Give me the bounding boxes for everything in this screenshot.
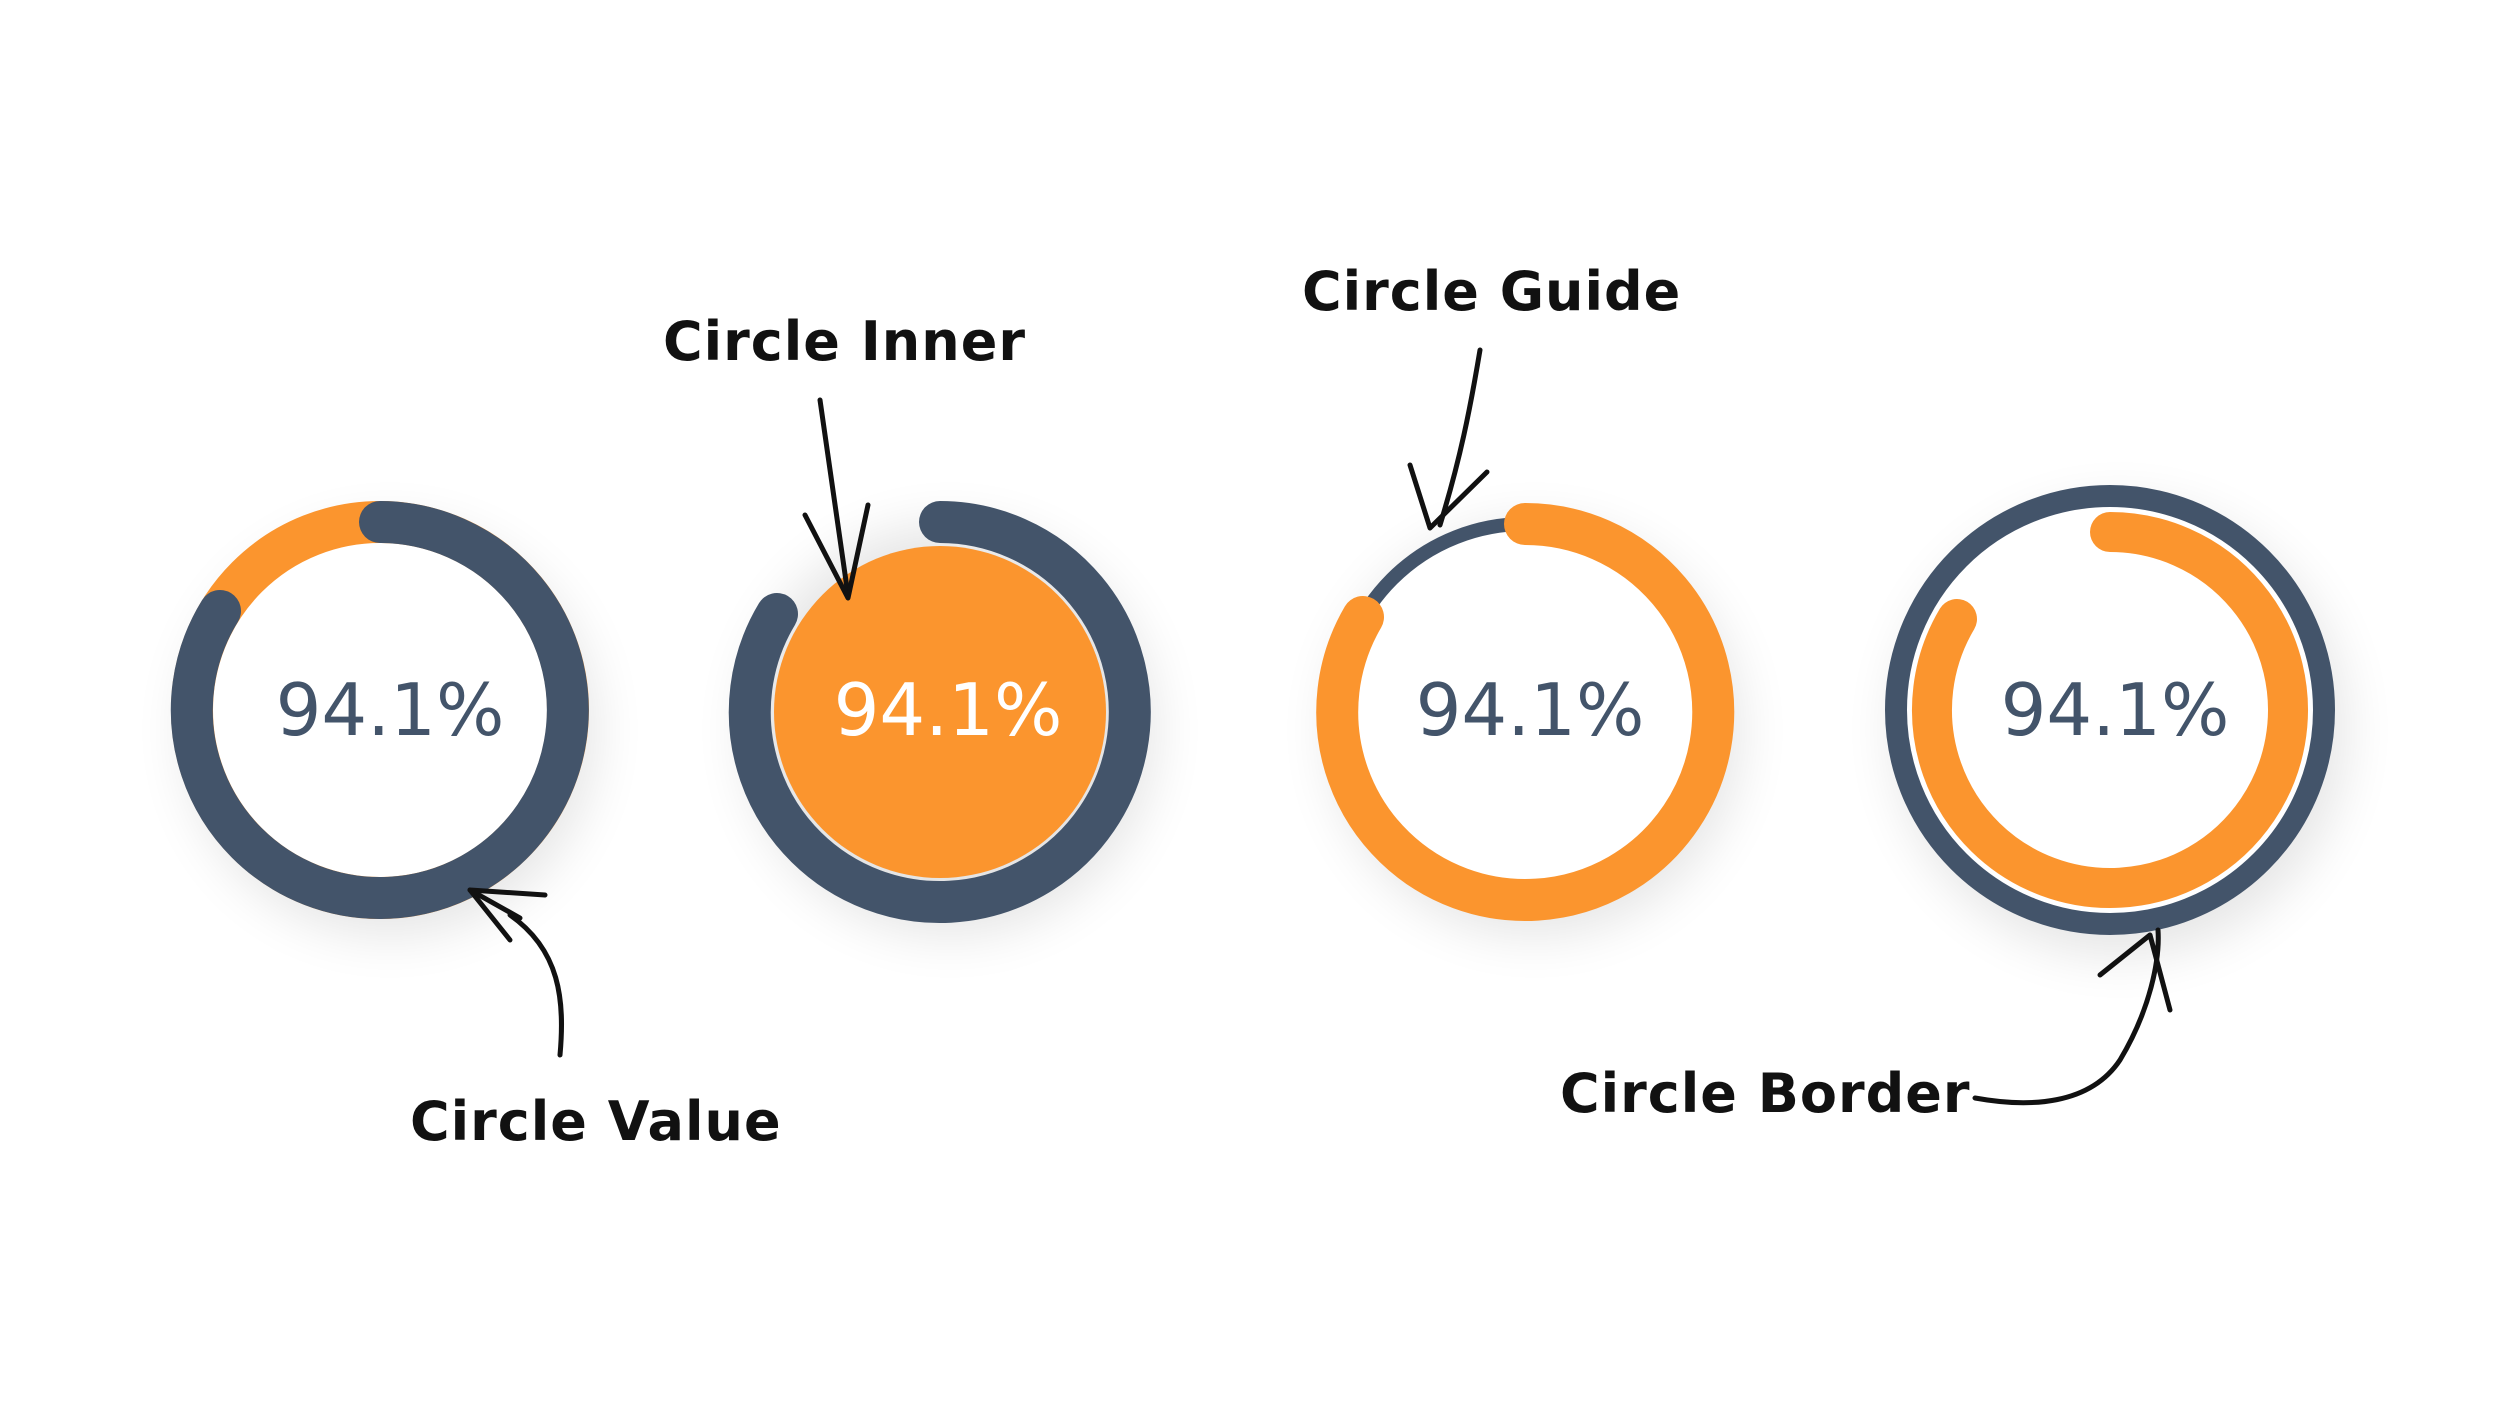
label-circle-guide: Circle Guide (1302, 260, 1681, 323)
gauge-circle-border: 94.1% (1885, 485, 2345, 955)
label-circle-border: Circle Border (1560, 1062, 1971, 1125)
arrow-head (467, 887, 548, 943)
gauge-circle-guide: 94.1% (1316, 503, 1740, 935)
callout-arrow-circle-border (1972, 927, 2173, 1106)
label-circle-inner: Circle Inner (663, 310, 1026, 373)
gauge-value-label: 94.1% (2001, 668, 2230, 752)
callout-arrow-circle-value (467, 887, 564, 1058)
arrow-shaft (1972, 927, 2161, 1106)
arrow-shaft (507, 912, 564, 1058)
label-circle-value: Circle Value (410, 1090, 782, 1153)
arrow-shaft (1437, 347, 1483, 528)
arrow-head (1407, 462, 1490, 531)
gauge-face (1337, 524, 1713, 900)
gauge-value-arc (170, 501, 589, 919)
gauge-circle-inner: 94.1% (728, 501, 1155, 935)
arrow-shaft-tip (467, 887, 523, 921)
arrow-head (2097, 932, 2173, 1013)
callout-arrow-circle-guide (1407, 347, 1490, 531)
gauge-value-arc (1912, 512, 2308, 908)
gauge-value-arc (1316, 503, 1735, 921)
gauge-value-label: 94.1% (276, 668, 505, 752)
arrow-shaft (817, 397, 851, 598)
arrow-head (802, 502, 871, 601)
gauge-value-label: 94.1% (834, 668, 1063, 752)
gauge-inner-fill (774, 546, 1106, 878)
gauge-circle-value: 94.1% (170, 501, 595, 935)
gauge-face (1888, 488, 2332, 932)
gauge-value-arc (728, 501, 1151, 923)
gauge-face (192, 522, 568, 898)
gauge-value-label: 94.1% (1416, 668, 1645, 752)
gauge-border-ring (1885, 485, 2335, 935)
callout-arrow-circle-inner (802, 397, 871, 601)
